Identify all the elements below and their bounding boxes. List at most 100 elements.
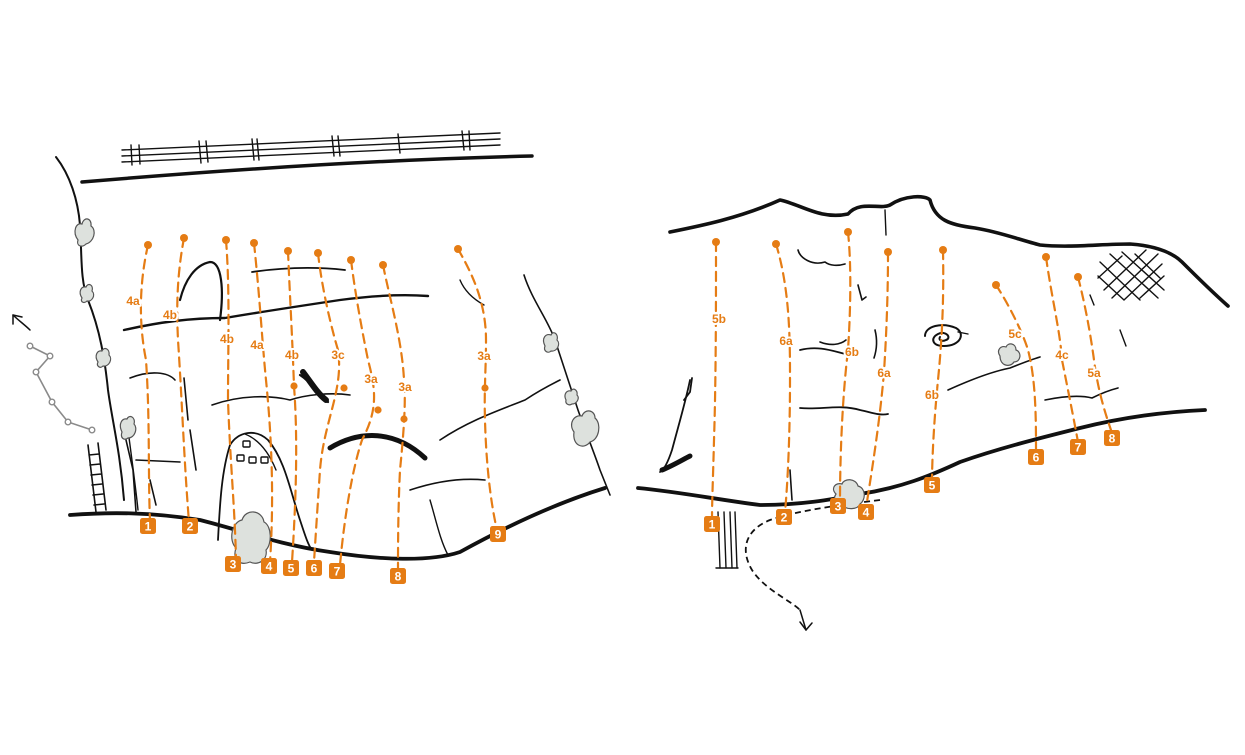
routes-layer: 4a14b24b34a44b53c63a73a83a95b16a26b36a46…	[124, 228, 1120, 584]
right-wall-route-1: 5b1	[704, 238, 728, 532]
route-grade-label: 6b	[845, 345, 859, 359]
route-line	[456, 247, 499, 532]
right-wall-route-5: 6b 5	[923, 246, 947, 493]
anchor-icon	[374, 406, 382, 414]
route-grade-label: 4a	[126, 294, 140, 308]
anchor-icon	[992, 281, 1000, 289]
route-number: 2	[187, 520, 194, 534]
route-line	[710, 240, 718, 522]
route-line	[1076, 275, 1114, 435]
bush-icon	[564, 388, 579, 406]
route-grade-label: 5a	[1087, 366, 1101, 380]
bush-icon	[119, 415, 137, 440]
route-grade-label: 4a	[250, 338, 264, 352]
anchor-icon	[290, 382, 298, 390]
anchor-icon	[379, 261, 387, 269]
route-line	[176, 236, 191, 524]
route-number-badge	[283, 560, 299, 576]
right-wall-route-3: 6b 3	[830, 228, 861, 514]
left-wall-route-2: 4b 2	[161, 234, 198, 534]
route-number-badge	[1028, 449, 1044, 465]
route-line	[994, 283, 1038, 454]
left-wall-route-5: 4b5	[283, 247, 301, 576]
route-grade-label: 3a	[398, 380, 412, 394]
route-number: 4	[266, 560, 273, 574]
route-number-badge	[329, 563, 345, 579]
right-wall-route-4: 6a4	[858, 248, 893, 520]
left-wall-route-4: 4a 4	[248, 239, 277, 574]
right-wall-route-2: 6a 2	[772, 240, 795, 525]
route-number-badge	[858, 504, 874, 520]
anchor-icon	[1074, 273, 1082, 281]
route-line	[930, 248, 945, 484]
route-number: 3	[230, 558, 237, 572]
route-number-badge	[306, 560, 322, 576]
route-number-badge	[225, 556, 241, 572]
bush-icon	[74, 218, 95, 247]
anchor-icon	[454, 245, 462, 253]
left-wall-rock-outline	[55, 130, 611, 561]
anchor-icon	[400, 415, 408, 423]
right-wall-route-6: 5c6	[992, 281, 1044, 465]
right-wall-route-8: 5a8	[1074, 273, 1120, 446]
route-number-badge	[830, 498, 846, 514]
bush-icon	[570, 410, 600, 447]
anchor-icon	[222, 236, 230, 244]
left-wall-route-7: 3a7	[329, 256, 382, 579]
route-line	[139, 243, 152, 524]
route-number: 2	[781, 511, 788, 525]
route-grade-label: 6a	[877, 366, 891, 380]
route-grade-label: 6a	[779, 334, 793, 348]
right-wall-route-7: 4c 7	[1042, 253, 1086, 455]
anchor-icon	[939, 246, 947, 254]
route-grade-label: 4b	[163, 308, 177, 322]
left-wall-route-8: 3a 8	[379, 261, 414, 584]
anchor-icon	[250, 239, 258, 247]
route-grade-label: 3a	[477, 349, 491, 363]
route-grade-label: 6b	[925, 388, 939, 402]
anchor-icon	[844, 228, 852, 236]
route-number: 8	[395, 570, 402, 584]
route-line	[312, 251, 341, 564]
route-number-badge	[182, 518, 198, 534]
route-grade-label: 4c	[1055, 348, 1069, 362]
route-number: 3	[835, 500, 842, 514]
route-line	[252, 241, 274, 564]
bush-icon	[95, 347, 112, 368]
route-number: 9	[495, 528, 502, 542]
route-line	[224, 238, 238, 562]
route-number-badge	[390, 568, 406, 584]
route-number: 1	[145, 520, 152, 534]
left-wall-route-6: 3c 6	[306, 249, 348, 576]
route-number: 7	[1075, 441, 1082, 455]
bush-icon	[997, 343, 1021, 366]
route-grade-label: 3c	[331, 348, 345, 362]
right-wall	[636, 194, 1230, 631]
route-number-badge	[1104, 430, 1120, 446]
anchor-icon	[884, 248, 892, 256]
route-number-badge	[924, 477, 940, 493]
right-wall-rock-outline	[636, 194, 1230, 611]
route-number: 1	[709, 518, 716, 532]
route-line	[286, 249, 298, 564]
route-number: 6	[311, 562, 318, 576]
route-grade-label: 3a	[364, 372, 378, 386]
left-wall	[12, 130, 611, 564]
route-number: 5	[929, 479, 936, 493]
route-number-badge	[704, 516, 720, 532]
left-wall-route-9: 3a 9	[454, 245, 506, 542]
anchor-icon	[314, 249, 322, 257]
route-line	[838, 230, 852, 504]
anchor-icon	[144, 241, 152, 249]
arrow-up-left-icon	[12, 314, 31, 331]
anchor-icon	[284, 247, 292, 255]
ladder	[87, 442, 107, 513]
left-wall-route-3: 4b3	[218, 236, 241, 572]
route-number: 5	[288, 562, 295, 576]
anchor-icon	[772, 240, 780, 248]
route-number-badge	[1070, 439, 1086, 455]
approach-trail	[26, 342, 96, 434]
route-number-badge	[490, 526, 506, 542]
anchor-icon	[1042, 253, 1050, 261]
